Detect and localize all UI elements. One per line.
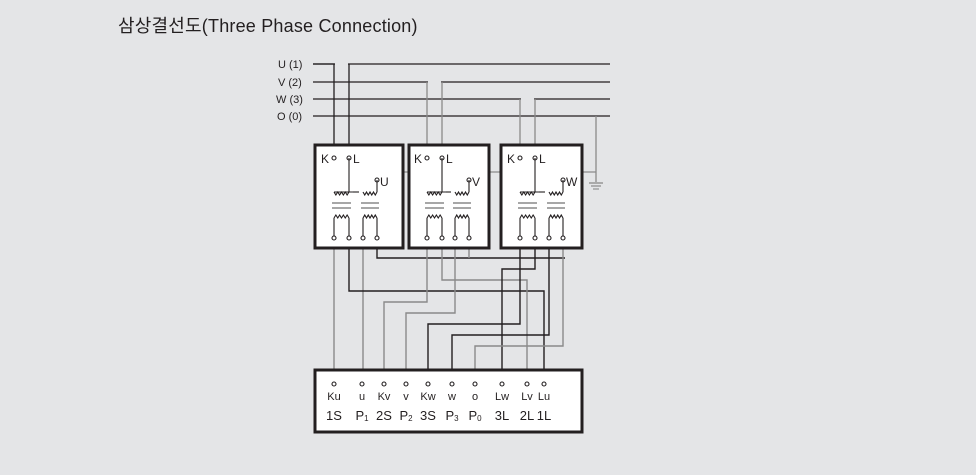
k-terminal-icon	[517, 155, 523, 161]
transformer-1-l-label: L	[353, 152, 360, 166]
secondary-terminal-icon	[331, 235, 337, 241]
transformer-boxes	[313, 143, 584, 434]
transformer-3-phase-label: W	[566, 175, 578, 189]
secondary-terminal-icon	[346, 235, 352, 241]
terminal-dot-icon	[381, 381, 387, 387]
secondary-coil-icon	[454, 213, 470, 220]
transformer-1-k-label: K	[321, 152, 329, 166]
terminal-top-label: Lv	[521, 391, 533, 403]
secondary-coil-icon	[333, 213, 350, 220]
primary-coil-icon	[426, 190, 443, 197]
k-terminal-icon	[424, 155, 430, 161]
terminal-top-label: o	[472, 391, 478, 403]
terminal-top-label: w	[447, 391, 456, 403]
primary-coil-icon	[333, 190, 350, 197]
terminal-dot-icon	[403, 381, 409, 387]
terminal-bottom-label: 2S	[376, 408, 392, 423]
secondary-terminal-icon	[560, 235, 566, 241]
secondary-coil-icon	[426, 213, 443, 220]
k-terminal-icon	[331, 155, 337, 161]
terminal-dot-icon	[425, 381, 431, 387]
diagram-title: 삼상결선도(Three Phase Connection)	[118, 16, 418, 36]
primary-coil-icon	[548, 190, 564, 197]
terminal-dot-icon	[359, 381, 365, 387]
terminal-dot-icon	[499, 381, 505, 387]
transformer-2-l-label: L	[446, 152, 453, 166]
secondary-terminal-icon	[424, 235, 430, 241]
terminal-block	[313, 368, 584, 434]
transformer-3-internals	[517, 155, 566, 241]
wire-lu	[348, 248, 545, 383]
secondary-terminal-icon	[517, 235, 523, 241]
secondary-terminal-icon	[439, 235, 445, 241]
terminal-bottom-label: P1	[355, 408, 369, 423]
transformer-3-k-label: K	[507, 152, 515, 166]
transformer-1-internals	[331, 155, 380, 241]
wire-lv	[441, 248, 528, 383]
primary-coil-icon	[519, 190, 536, 197]
secondary-terminal-icon	[546, 235, 552, 241]
wire-kv	[383, 248, 428, 383]
terminal-top-label: u	[359, 391, 365, 403]
bus-label-w: W (3)	[276, 94, 303, 106]
transformer-box-3	[499, 143, 584, 250]
transformer-3-l-label: L	[539, 152, 546, 166]
terminal-dot-icon	[331, 381, 337, 387]
secondary-terminal-icon	[532, 235, 538, 241]
wire-lw	[501, 248, 536, 383]
terminal-top-label: Lu	[538, 391, 550, 403]
terminal-bottom-label: 3S	[420, 408, 436, 423]
terminal-bottom-label: P3	[445, 408, 459, 423]
terminal-top-label: v	[403, 391, 409, 403]
primary-coil-icon	[454, 190, 470, 197]
transformer-box-2	[407, 143, 491, 250]
terminal-labels: Ku 1S uP1 Kv 2S vP2 Kw 3S wP3 oP0 Lw 3L Lv 2L Lu 1L	[326, 381, 551, 423]
terminal-bottom-label: 1S	[326, 408, 342, 423]
terminal-bottom-label: 1L	[537, 408, 551, 423]
terminal-bottom-label: P2	[399, 408, 413, 423]
ground-icon	[589, 182, 603, 190]
terminal-bottom-label: P0	[468, 408, 482, 423]
terminal-dot-icon	[541, 381, 547, 387]
terminal-top-label: Kw	[420, 391, 435, 403]
bus-label-o: O (0)	[277, 111, 302, 123]
terminal-top-label: Kv	[378, 391, 391, 403]
terminal-top-label: Ku	[327, 391, 340, 403]
wire-o-terminal	[474, 248, 564, 383]
transformer-2-phase-label: V	[472, 175, 480, 189]
transformer-box-1	[313, 143, 405, 250]
secondary-coil-icon	[519, 213, 536, 220]
terminal-top-label: Lw	[495, 391, 509, 403]
terminal-dot-icon	[472, 381, 478, 387]
secondary-terminal-icon	[452, 235, 458, 241]
secondary-terminal-icon	[466, 235, 472, 241]
transformer-2-internals	[424, 155, 472, 241]
terminal-bottom-label: 2L	[520, 408, 534, 423]
terminal-dot-icon	[524, 381, 530, 387]
primary-coil-icon	[362, 190, 378, 197]
secondary-coil-icon	[548, 213, 564, 220]
transformer-1-phase-label: U	[380, 175, 389, 189]
wire-w-terminal	[451, 248, 550, 383]
wire-kw	[427, 248, 521, 383]
secondary-terminal-icon	[360, 235, 366, 241]
terminal-bottom-label: 3L	[495, 408, 509, 423]
bus-label-u: U (1)	[278, 59, 302, 71]
wires	[313, 62, 610, 383]
secondary-terminal-icon	[374, 235, 380, 241]
terminal-dot-icon	[449, 381, 455, 387]
wire-box1-p4-common	[376, 248, 565, 259]
bus-label-v: V (2)	[278, 77, 302, 89]
wire-v-terminal	[405, 248, 456, 383]
secondary-coil-icon	[362, 213, 378, 220]
transformer-2-k-label: K	[414, 152, 422, 166]
